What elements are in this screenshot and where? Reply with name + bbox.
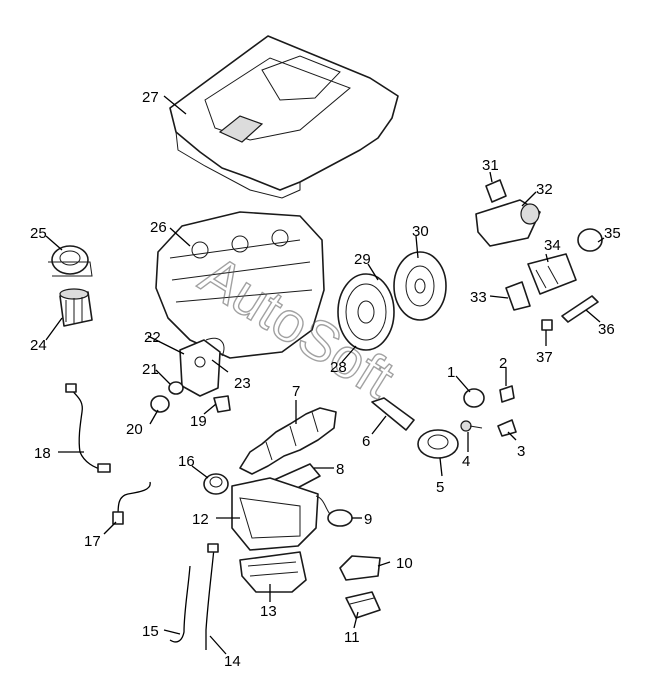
callout-2: 2 (499, 355, 507, 372)
callout-11: 11 (344, 629, 360, 646)
mount-bracket-part (345, 591, 381, 619)
callout-29: 29 (354, 251, 371, 268)
callout-31: 31 (482, 157, 499, 174)
starter-solenoid-cap-part (485, 179, 507, 203)
callout-14: 14 (224, 653, 241, 670)
callout-4: 4 (462, 453, 470, 470)
clip-part-3 (497, 419, 517, 437)
oil-pump-part (168, 337, 225, 397)
crankshaft-part (239, 407, 337, 475)
callout-35: 35 (604, 225, 621, 242)
small-bolt-part (541, 319, 553, 331)
engine-block-part (155, 211, 325, 359)
callout-9: 9 (364, 511, 372, 528)
callout-12: 12 (192, 511, 209, 528)
pulley-part (48, 245, 93, 277)
oil-pan-upper-part (231, 477, 319, 551)
flywheel-part (337, 273, 395, 351)
callout-37: 37 (536, 349, 553, 366)
clutch-disc-part (393, 251, 447, 321)
callout-21: 21 (142, 361, 159, 378)
callout-33: 33 (470, 289, 487, 306)
oil-filter-part (59, 288, 93, 327)
bolt-part (460, 420, 483, 432)
dipstick-handle (207, 543, 219, 553)
callout-26: 26 (150, 219, 167, 236)
callout-1: 1 (447, 364, 455, 381)
callout-6: 6 (362, 433, 370, 450)
alternator-bracket-part (505, 281, 531, 311)
callout-34: 34 (544, 237, 561, 254)
leader-lines (45, 95, 605, 655)
sensor-wire-part (65, 383, 111, 473)
callout-23: 23 (234, 375, 251, 392)
oil-pan-lower-part (239, 551, 307, 593)
callout-25: 25 (30, 225, 47, 242)
engine-mount-part (339, 555, 381, 581)
dipstick-part (205, 547, 215, 650)
callout-27: 27 (142, 89, 159, 106)
callout-18: 18 (34, 445, 51, 462)
callout-19: 19 (190, 413, 207, 430)
oil-strainer-part (315, 495, 353, 527)
alternator-part (527, 253, 577, 295)
callout-24: 24 (30, 337, 47, 354)
callout-16: 16 (178, 453, 195, 470)
idler-pulley-part (417, 429, 459, 459)
clip-part-2 (499, 385, 515, 403)
callout-28: 28 (330, 359, 347, 376)
callout-17: 17 (84, 533, 101, 550)
alternator-pulley-part (577, 228, 603, 252)
callout-labels: 1 2 3 4 5 6 7 8 9 10 11 12 13 14 15 16 1… (30, 89, 621, 670)
callout-32: 32 (536, 181, 553, 198)
tension-rod-part (561, 295, 599, 323)
callout-20: 20 (126, 421, 143, 438)
callout-3: 3 (517, 443, 525, 460)
callout-30: 30 (412, 223, 429, 240)
tensioner-bracket-part (371, 397, 415, 431)
crank-pulley-part (203, 473, 229, 495)
callout-8: 8 (336, 461, 344, 478)
callout-5: 5 (436, 479, 444, 496)
bracket-part (213, 395, 231, 413)
callout-22: 22 (144, 329, 161, 346)
seal-part (150, 395, 170, 413)
tensioner-part (463, 388, 485, 408)
crank-sensor-part (112, 481, 151, 525)
callout-10: 10 (396, 555, 413, 572)
starter-motor-part (475, 199, 541, 247)
engine-cover-part (169, 35, 399, 199)
callout-36: 36 (598, 321, 615, 338)
callout-15: 15 (142, 623, 159, 640)
dipstick-tube-part (169, 565, 191, 643)
callout-13: 13 (260, 603, 277, 620)
callout-7: 7 (292, 383, 300, 400)
